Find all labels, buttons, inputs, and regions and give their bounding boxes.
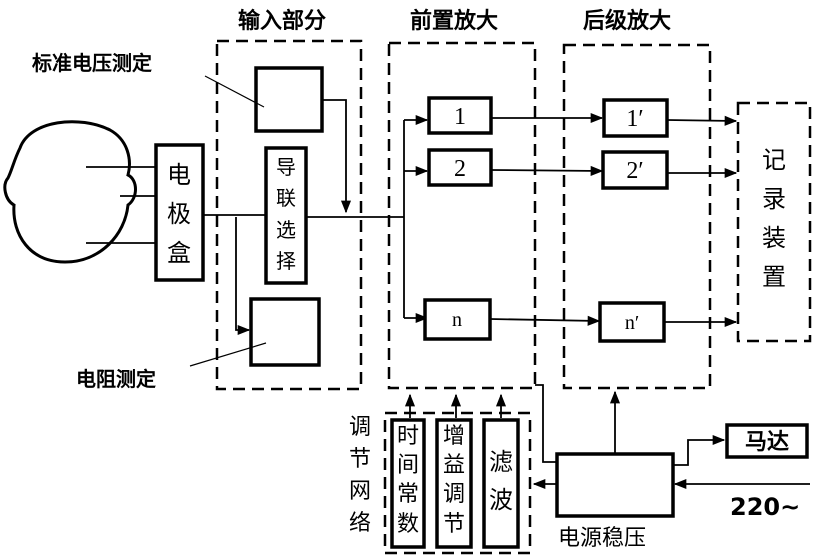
standard-voltage-wire [322,99,352,214]
channel-wire [490,165,604,176]
gain-adjust-char: 调 [443,482,465,507]
time-constant-char: 常 [397,482,419,507]
recorder-char: 录 [762,185,786,213]
electrode-box-char: 盒 [167,239,191,267]
section-title-postamp: 后级放大 [583,8,671,34]
electrode-box-char: 电 [167,161,191,189]
filter-char: 滤 [489,448,513,476]
adjust-network-char: 络 [349,511,371,536]
recorder-char: 置 [762,263,786,291]
lead-select-char: 联 [276,186,296,210]
time-constant-char: 时 [397,424,419,449]
resistance-box [249,297,321,367]
adjust-network-char: 调 [349,415,371,440]
time-constant-char: 数 [397,512,419,537]
power-to-preamp-wire [535,384,557,463]
postamp-channel-2 [601,150,669,190]
filter-char: 波 [489,486,513,514]
postamp-section-frame [562,43,712,390]
adjust-network-char: 节 [349,447,371,472]
recorder-char: 记 [762,146,786,174]
adjust-network-char: 网 [349,479,371,504]
standard-voltage-box [254,66,324,133]
postamp-channel-n [598,301,666,343]
postamp-channel-label: 2′ [626,158,643,184]
channel-wire [489,315,601,326]
electrode-box [154,143,205,282]
gain-adjust-box [435,418,473,549]
lead-select-char: 选 [276,218,296,242]
power-supply-label: 电源稳压 [558,526,646,551]
recorder-char: 装 [762,224,786,252]
head-icon [3,120,137,264]
leader-line [204,75,265,108]
motor-box [725,423,809,459]
motor-label: 马达 [745,430,789,455]
standard-voltage-label: 标准电压测定 [32,51,152,75]
filter-box [482,418,520,549]
time-constant-box [390,418,426,549]
preamp-channel-label: 1 [454,104,466,130]
lead-select-char: 择 [276,249,296,273]
leader-line [189,342,267,367]
postamp-channel-label: n′ [625,312,639,334]
lead-select-char: 导 [276,155,296,179]
resistance-wire [235,217,251,336]
preamp-channel-2 [427,148,493,187]
postamp-channel-1 [602,98,669,138]
power-supply-box [555,452,675,518]
adjust-network-frame [383,411,532,555]
power-to-motor-wire [673,434,726,466]
resistance-label: 电阻测定 [76,367,156,391]
electrode-box-char: 极 [167,200,191,228]
time-constant-char: 间 [397,453,419,478]
postamp-channel-label: 1′ [626,106,643,132]
recorder-frame [736,101,812,343]
section-title-input: 输入部分 [238,8,326,34]
mains-label: 220~ [730,493,800,521]
section-title-preamp: 前置放大 [410,8,498,34]
gain-adjust-char: 益 [443,453,465,478]
preamp-channel-label: n [452,309,462,331]
gain-adjust-char: 节 [443,512,465,537]
gain-adjust-char: 增 [443,424,465,449]
preamp-channel-label: 2 [454,156,466,182]
preamp-channel-1 [427,96,493,135]
preamp-section-frame [387,41,537,390]
output-wire [666,115,738,126]
preamp-channel-n [423,298,492,341]
